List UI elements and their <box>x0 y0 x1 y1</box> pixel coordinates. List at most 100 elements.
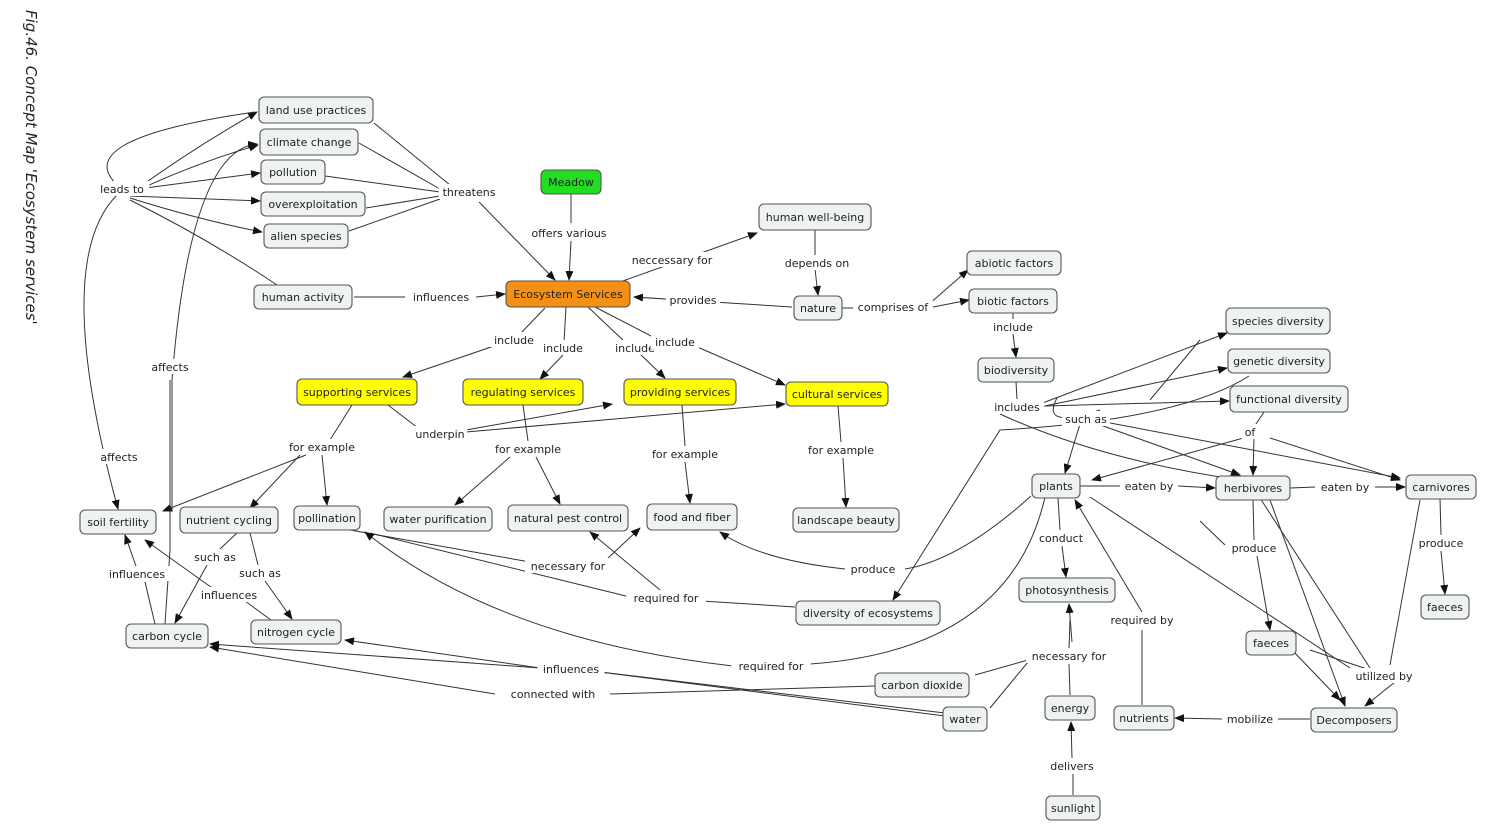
concept-node-biodiversity[interactable]: biodiversity <box>977 357 1055 383</box>
concept-node-climate-change[interactable]: climate change <box>259 128 359 156</box>
connector-line <box>1104 421 1401 481</box>
connector-line <box>1292 650 1341 701</box>
link-label-depends-on: depends on <box>783 255 851 270</box>
concept-node-cultural-services[interactable]: cultural services <box>785 381 889 407</box>
connector-line <box>694 345 786 386</box>
svg-text:include: include <box>993 321 1033 334</box>
connector-line <box>249 454 301 509</box>
connector-line <box>1269 499 1346 707</box>
concept-node-herbivores[interactable]: herbivores <box>1215 475 1291 501</box>
connector-line <box>1269 437 1401 482</box>
concept-node-water-purification[interactable]: water purification <box>383 506 493 532</box>
connector-line <box>1309 649 1371 671</box>
connector-line <box>144 581 156 625</box>
concept-node-soil-fertility[interactable]: soil fertility <box>79 509 157 535</box>
svg-text:produce: produce <box>851 563 896 576</box>
concept-node-providing-services[interactable]: providing services <box>623 378 737 406</box>
link-label-for-example-4: for example <box>804 442 878 457</box>
concept-node-faeces-1[interactable]: faeces <box>1245 630 1297 656</box>
concept-node-human-activity[interactable]: human activity <box>253 284 353 310</box>
concept-node-genetic-diversity[interactable]: genetic diversity <box>1227 348 1331 374</box>
connector-line <box>264 580 293 620</box>
connector-line <box>209 644 496 695</box>
connector-line <box>1065 603 1074 643</box>
concept-node-carbon-dioxide[interactable]: carbon dioxide <box>874 672 970 698</box>
concept-node-supporting-services[interactable]: supporting services <box>296 378 418 406</box>
connector-line <box>1364 681 1396 707</box>
concept-node-carbon-cycle[interactable]: carbon cycle <box>125 623 209 649</box>
svg-text:depends on: depends on <box>785 257 849 270</box>
svg-text:pollution: pollution <box>269 166 317 179</box>
svg-text:faeces: faeces <box>1427 601 1463 614</box>
connector-line <box>1039 365 1228 408</box>
concept-node-energy[interactable]: energy <box>1044 695 1096 721</box>
connector-line <box>1091 436 1248 482</box>
concept-node-water[interactable]: water <box>942 706 988 732</box>
concept-node-sunlight[interactable]: sunlight <box>1045 795 1101 821</box>
connector-line <box>720 495 1032 570</box>
svg-text:natural pest control: natural pest control <box>514 512 622 525</box>
concept-node-human-well-being[interactable]: human well-being <box>758 203 872 231</box>
svg-text:pollination: pollination <box>298 512 356 525</box>
concept-node-nature[interactable]: nature <box>793 295 843 321</box>
connector-line <box>535 456 561 505</box>
concept-node-abiotic-factors[interactable]: abiotic factors <box>966 250 1062 276</box>
svg-text:sunlight: sunlight <box>1051 802 1096 815</box>
concept-node-diversity-of-ecosystems[interactable]: diversity of ecosystems <box>795 600 941 626</box>
concept-node-functional-diversity[interactable]: functional diversity <box>1229 385 1349 413</box>
svg-text:energy: energy <box>1051 702 1090 715</box>
connector-line <box>639 353 666 379</box>
concept-node-species-diversity[interactable]: species diversity <box>1225 307 1331 335</box>
concept-node-photosynthesis[interactable]: photosynthesis <box>1018 577 1116 603</box>
concept-node-alien-species[interactable]: alien species <box>263 223 349 249</box>
svg-text:influences: influences <box>413 291 469 304</box>
svg-text:necessary for: necessary for <box>531 560 606 573</box>
svg-text:includes: includes <box>994 401 1040 414</box>
connector-line <box>324 175 441 193</box>
connector-line <box>83 111 256 509</box>
link-label-include-3: include <box>610 340 660 355</box>
connector-line <box>809 496 1046 665</box>
concept-node-nitrogen-cycle[interactable]: nitrogen cycle <box>250 619 342 645</box>
connector-line <box>465 400 786 433</box>
concept-node-pollination[interactable]: pollination <box>293 505 361 531</box>
link-label-underpin: underpin <box>412 426 468 441</box>
concept-node-regulating-services[interactable]: regulating services <box>462 378 584 406</box>
connector-line <box>129 199 278 286</box>
connector-line <box>364 531 734 667</box>
connector-line <box>369 532 796 608</box>
connector-line <box>124 534 137 567</box>
concept-node-overexploitation[interactable]: overexploitation <box>260 191 366 217</box>
concept-node-faeces-2[interactable]: faeces <box>1420 594 1470 620</box>
concept-node-nutrients[interactable]: nutrients <box>1113 705 1175 731</box>
link-label-threatens: threatens <box>438 184 500 199</box>
link-label-such-as-3: such as <box>235 565 285 580</box>
link-label-provides: provides <box>665 292 721 307</box>
connector-line <box>129 195 261 205</box>
concept-node-nutrient-cycling[interactable]: nutrient cycling <box>179 506 279 534</box>
connector-line <box>1199 520 1226 546</box>
concept-node-carnivores[interactable]: carnivores <box>1405 474 1477 500</box>
svg-text:genetic diversity: genetic diversity <box>1233 355 1325 368</box>
connector-line <box>1039 332 1228 405</box>
concept-node-decomposers[interactable]: Decomposers <box>1310 707 1398 733</box>
svg-text:influences: influences <box>109 568 165 581</box>
concept-node-plants[interactable]: plants <box>1031 473 1081 499</box>
connector-line <box>589 531 661 591</box>
connector-line <box>519 307 546 335</box>
concept-node-ecosystem-services[interactable]: Ecosystem Services <box>505 280 631 308</box>
concept-node-food-and-fiber[interactable]: food and fiber <box>646 503 738 531</box>
concept-node-meadow[interactable]: Meadow <box>540 169 602 195</box>
svg-text:Ecosystem Services: Ecosystem Services <box>513 288 623 301</box>
concept-node-biotic-factors[interactable]: biotic factors <box>968 288 1058 314</box>
concept-node-pollution[interactable]: pollution <box>260 159 326 185</box>
link-label-neccessary-for: neccessary for <box>625 252 719 267</box>
concept-node-land-use-practices[interactable]: land use practices <box>258 96 374 124</box>
svg-text:biotic factors: biotic factors <box>977 295 1049 308</box>
connector-line <box>329 404 353 441</box>
connector-line <box>927 297 970 309</box>
concept-node-landscape-beauty[interactable]: landscape beauty <box>792 507 900 533</box>
svg-text:affects: affects <box>151 361 188 374</box>
concept-node-natural-pest-control[interactable]: natural pest control <box>507 504 629 532</box>
